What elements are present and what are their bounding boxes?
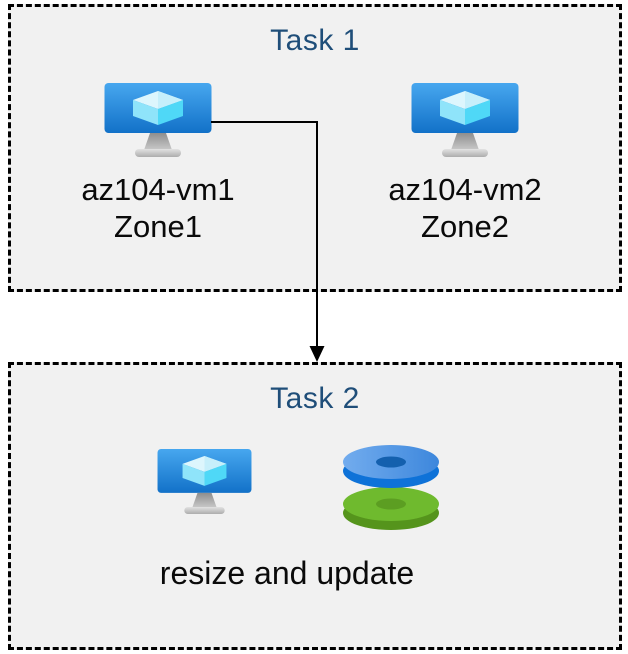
vm-group-az104-vm2: az104-vm2 Zone2 [350,83,580,245]
arrowhead-icon [309,346,325,362]
task1-title: Task 1 [270,24,360,57]
virtual-machine-icon [411,83,519,165]
virtual-machine-icon [157,449,252,521]
task2-caption: resize and update [159,555,415,591]
vm-group-az104-vm1: az104-vm1 Zone1 [43,83,273,245]
virtual-machine-icon [104,83,212,165]
task2-box: Task 2 resize and update [8,362,622,650]
vm-label: az104-vm2 Zone2 [388,171,541,245]
vm-zone: Zone2 [421,209,509,244]
vm-zone: Zone1 [114,209,202,244]
vm-label: az104-vm1 Zone1 [81,171,234,245]
disks-icon [339,444,443,536]
task1-box: Task 1 az104-vm1 Zone1 az104-vm2 Zone2 [8,4,622,292]
vm-name: az104-vm2 [388,172,542,207]
task2-title: Task 2 [270,382,360,415]
vm-name: az104-vm1 [81,172,235,207]
